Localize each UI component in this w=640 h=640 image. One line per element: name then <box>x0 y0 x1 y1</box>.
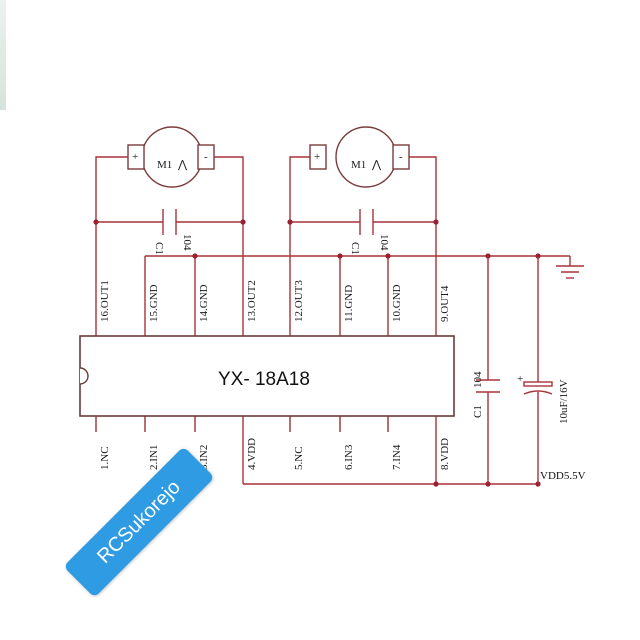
pin-label-13: 13.OUT2 <box>246 280 258 322</box>
pin-label-2: 2.IN1 <box>148 445 160 470</box>
pin-label-12: 12.OUT3 <box>293 280 305 322</box>
pin-label-9: 9.OUT4 <box>439 285 451 322</box>
cap2-value: 104 <box>378 234 390 251</box>
pin-label-5: 5.NC <box>293 446 305 470</box>
pin-label-1: 1.NC <box>99 446 111 470</box>
pin-label-11: 11.GND <box>343 285 355 322</box>
cap2-name: C1 <box>349 242 361 255</box>
motor-2-label: M1 <box>351 159 366 171</box>
motor-1: + - M1 ⋀ <box>127 126 215 188</box>
pin-label-16: 16.OUT1 <box>99 280 111 322</box>
capacitor-labels: C1 104 C1 104 C1 104 10uF/16V <box>153 234 570 424</box>
supply-voltage-label: VDD5.5V <box>540 470 586 482</box>
ground-icon <box>556 256 584 279</box>
edge-artifact <box>0 0 6 110</box>
motor-2: + - M1 ⋀ <box>309 126 410 188</box>
ic-chip: YX- 18A18 <box>79 335 455 417</box>
top-pin-labels: 16.OUT1 15.GND 14.GND 13.OUT2 12.OUT3 11… <box>99 280 451 322</box>
cap1-name: C1 <box>153 242 165 255</box>
ground-rail <box>144 253 570 336</box>
motor-1-arrow-icon: ⋀ <box>177 159 188 171</box>
electrolytic-capacitor: + <box>517 256 553 484</box>
polarity-plus-icon: + <box>517 373 523 385</box>
motor-1-label: M1 <box>157 159 172 171</box>
pin-label-14: 14.GND <box>198 284 210 322</box>
motor-1-minus: - <box>204 151 208 163</box>
pin-label-7: 7.IN4 <box>391 444 403 470</box>
motor-2-minus: - <box>399 151 403 163</box>
pin-label-8: 8.VDD <box>439 438 451 470</box>
supply-capacitor <box>476 256 500 484</box>
pin-label-4: 4.VDD <box>246 438 258 470</box>
chip-label: YX- 18A18 <box>218 369 310 390</box>
cap3-value: 104 <box>472 371 484 388</box>
cap3-name: C1 <box>472 405 484 418</box>
motor-2-arrow-icon: ⋀ <box>371 159 382 171</box>
motor-2-plus: + <box>314 151 320 163</box>
pin-label-10: 10.GND <box>391 284 403 322</box>
bottom-pin-labels: 1.NC 2.IN1 3.IN2 4.VDD 5.NC 6.IN3 7.IN4 … <box>99 438 451 470</box>
cap1-value: 104 <box>181 234 193 251</box>
pin-label-6: 6.IN3 <box>343 444 355 470</box>
pin-label-15: 15.GND <box>148 284 160 322</box>
motor-wiring <box>93 156 439 336</box>
motor-1-plus: + <box>132 151 138 163</box>
electrolytic-value: 10uF/16V <box>558 379 570 424</box>
bottom-pin-leads <box>95 416 389 432</box>
